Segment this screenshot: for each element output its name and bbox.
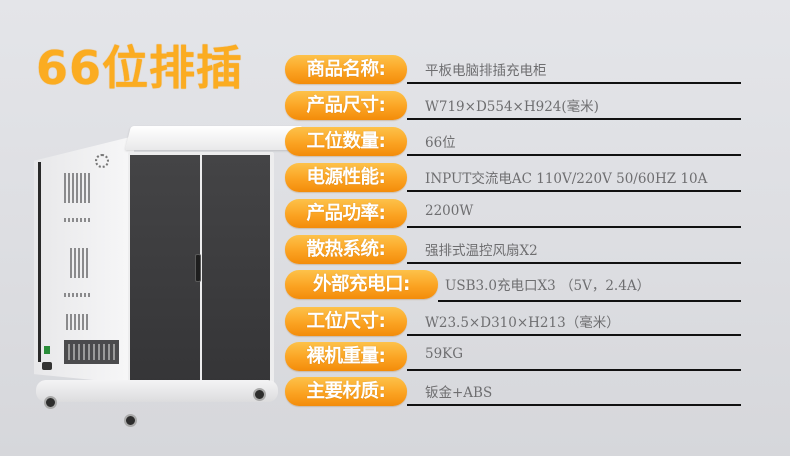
vent-slot-icon — [64, 293, 90, 297]
spec-value: INPUT交流电AC 110V/220V 50/60HZ 10A — [425, 171, 708, 187]
spec-row-material: 主要材质: 钣金+ABS — [285, 377, 741, 407]
spec-row-product-size: 产品尺寸: W719×D554×H924(毫米) — [285, 91, 741, 121]
usb-port-panel — [64, 340, 119, 364]
spec-row-slot-size: 工位尺寸: W23.5×D310×H213（毫米） — [285, 307, 741, 337]
cabinet-door-left — [130, 155, 200, 385]
vent-icon — [66, 314, 88, 330]
underline — [407, 190, 741, 192]
vent-icon — [70, 248, 88, 278]
cabinet-base — [36, 380, 278, 402]
underline — [407, 262, 741, 264]
underline — [407, 404, 741, 406]
caster-wheel-icon — [253, 388, 266, 401]
fan-grill-icon — [95, 154, 109, 168]
spec-label: 散热系统: — [285, 235, 407, 264]
caster-wheel-icon — [124, 414, 137, 427]
underline — [438, 300, 741, 302]
spec-value: USB3.0充电口X3 （5V，2.4A） — [445, 278, 651, 294]
page-title: 66位排插 — [36, 41, 244, 95]
spec-label: 工位数量: — [285, 127, 407, 156]
spec-row-slot-count: 工位数量: 66位 — [285, 127, 741, 157]
spec-value: 59KG — [425, 346, 464, 362]
underline — [407, 82, 741, 84]
spec-value: 强排式温控风扇X2 — [425, 243, 538, 259]
spec-label: 产品功率: — [285, 199, 407, 228]
spec-row-product-name: 商品名称: 平板电脑排插充电柜 — [285, 55, 741, 85]
caster-wheel-icon — [44, 396, 57, 409]
underline — [407, 226, 741, 228]
spec-label: 工位尺寸: — [285, 307, 407, 336]
spec-row-external-ports: 外部充电口: USB3.0充电口X3 （5V，2.4A） — [285, 270, 741, 302]
underline — [407, 154, 741, 156]
spec-row-cooling: 散热系统: 强排式温控风扇X2 — [285, 235, 741, 265]
spec-value: W23.5×D310×H213（毫米） — [425, 315, 620, 331]
charging-cabinet-image — [28, 118, 303, 433]
spec-value: 平板电脑排插充电柜 — [425, 63, 547, 79]
spec-label: 产品尺寸: — [285, 91, 407, 120]
spec-row-weight: 裸机重量: 59KG — [285, 342, 741, 372]
spec-label: 外部充电口: — [285, 270, 438, 299]
spec-value: 2200W — [425, 203, 474, 219]
vent-slot-icon — [64, 218, 90, 222]
spec-value: 钣金+ABS — [425, 385, 493, 401]
door-handle-icon — [195, 254, 201, 282]
spec-label: 商品名称: — [285, 55, 407, 84]
spec-row-power-rating: 产品功率: 2200W — [285, 199, 741, 229]
power-switch-icon — [44, 346, 50, 354]
spec-value: 66位 — [425, 135, 456, 151]
underline — [407, 334, 741, 336]
cabinet-door-right — [202, 155, 270, 385]
spec-label: 裸机重量: — [285, 342, 407, 371]
spec-value: W719×D554×H924(毫米) — [425, 99, 599, 115]
cabinet-top — [125, 126, 303, 150]
underline — [407, 369, 741, 371]
underline — [407, 118, 741, 120]
spec-row-power-input: 电源性能: INPUT交流电AC 110V/220V 50/60HZ 10A — [285, 163, 741, 193]
power-socket-icon — [42, 362, 52, 370]
cabinet-side-edge — [38, 162, 41, 362]
spec-label: 电源性能: — [285, 163, 407, 192]
vent-icon — [64, 173, 90, 203]
cabinet-front — [128, 152, 274, 389]
spec-label: 主要材质: — [285, 377, 407, 406]
